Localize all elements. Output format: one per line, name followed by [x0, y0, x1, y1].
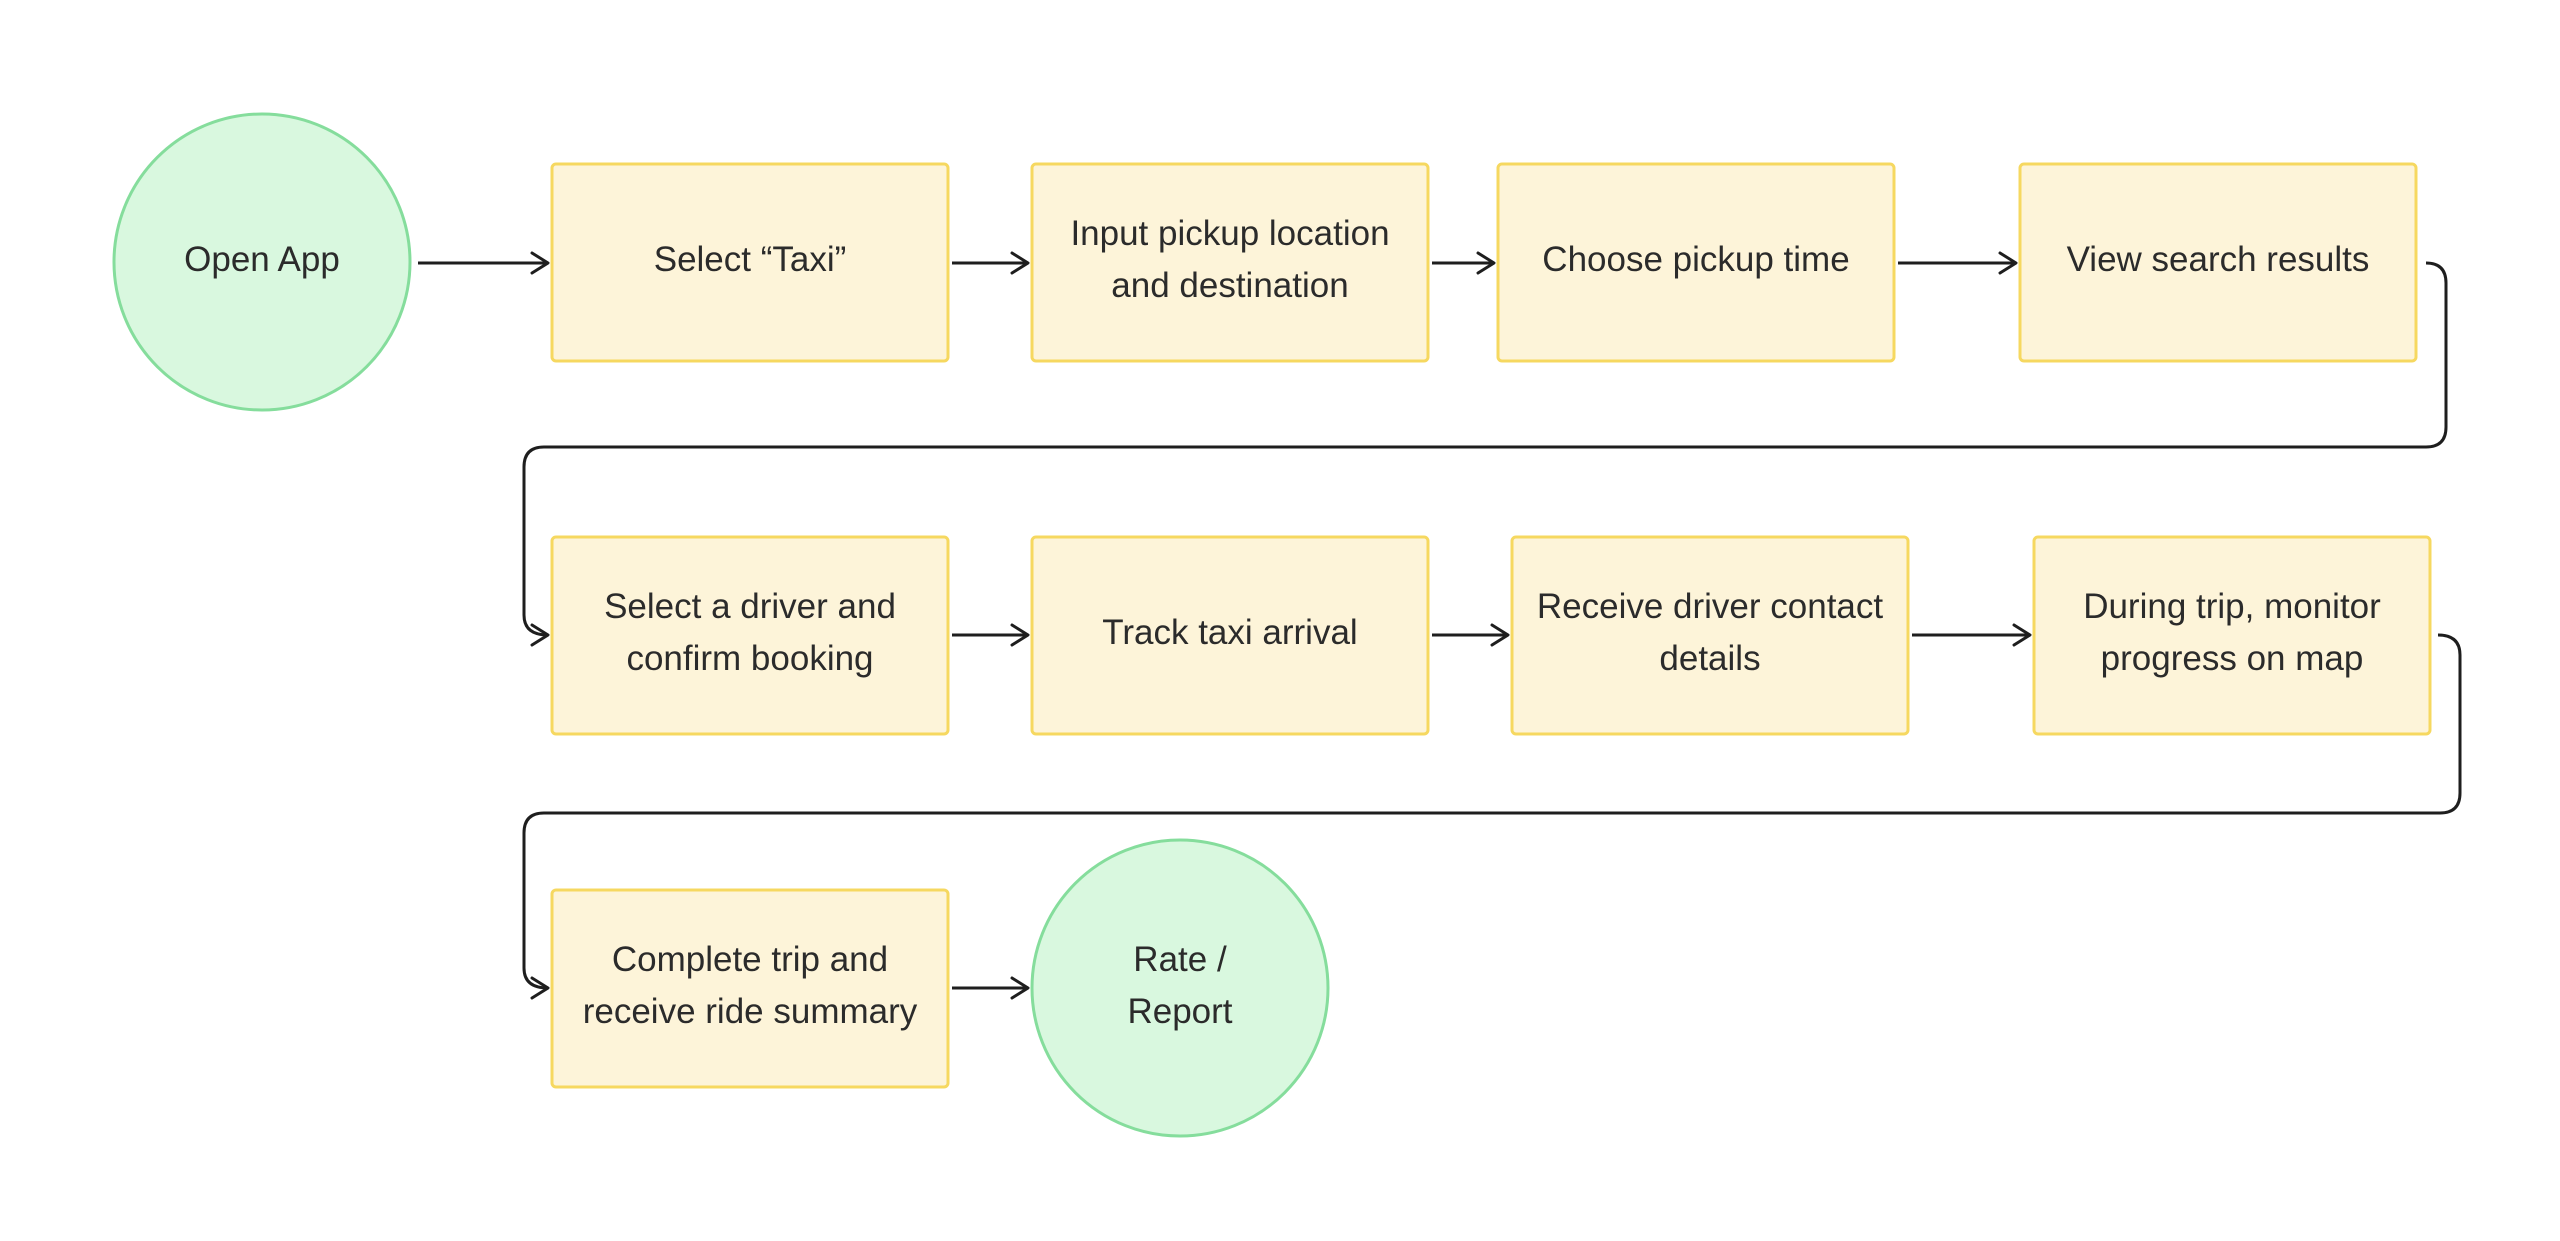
- node-label-line: Receive driver contact: [1537, 587, 1884, 626]
- node-label-line: Open App: [184, 240, 340, 279]
- node-label-line: During trip, monitor: [2083, 587, 2381, 626]
- step-choose-pickup-time: Choose pickup time: [1496, 162, 1896, 363]
- svg-text:View search results: View search results: [2067, 240, 2370, 279]
- node-label-line: Rate /: [1133, 940, 1227, 979]
- step-select-driver: Select a driver and confirm booking: [550, 535, 950, 736]
- node-label-line: receive ride summary: [583, 992, 918, 1031]
- step-select-taxi: Select “Taxi”: [550, 162, 950, 363]
- node-label-line: Input pickup location: [1070, 214, 1389, 253]
- svg-text:Select “Taxi”: Select “Taxi”: [654, 240, 847, 279]
- step-monitor-progress: During trip, monitor progress on map: [2032, 535, 2432, 736]
- svg-text:Open App: Open App: [184, 240, 340, 279]
- step-view-search-results: View search results: [2018, 162, 2418, 363]
- node-label-line: details: [1659, 639, 1760, 678]
- connectors: [418, 251, 2462, 1000]
- node-label-line: and destination: [1111, 266, 1348, 305]
- node-label-line: Select a driver and: [604, 587, 896, 626]
- step-complete-trip: Complete trip and receive ride summary: [550, 888, 950, 1089]
- connector-monitor-progress-to-complete-trip: [522, 633, 2462, 1000]
- svg-text:Rate /Report: Rate / Report: [1127, 940, 1232, 1031]
- step-input-pickup-location: Input pickup location and destination: [1030, 162, 1430, 363]
- node-label-line: Complete trip and: [612, 940, 888, 979]
- node-label-line: View search results: [2067, 240, 2370, 279]
- terminal-open-app: Open App: [112, 112, 412, 412]
- step-receive-driver-contact: Receive driver contact details: [1510, 535, 1910, 736]
- connector-view-search-results-to-select-driver: [522, 261, 2448, 647]
- step-track-taxi-arrival: Track taxi arrival: [1030, 535, 1430, 736]
- node-label-line: progress on map: [2101, 639, 2364, 678]
- node-label-line: confirm booking: [626, 639, 873, 678]
- node-label-line: Select “Taxi”: [654, 240, 847, 279]
- svg-text:Choose pickup time: Choose pickup time: [1542, 240, 1849, 279]
- flow-steps: Open App Select “Taxi” Input pickup loca…: [112, 112, 2432, 1138]
- terminal-rate-report: Rate / Report: [1030, 838, 1330, 1138]
- node-label-line: Choose pickup time: [1542, 240, 1849, 279]
- node-label-line: Track taxi arrival: [1102, 613, 1357, 652]
- node-label-line: Report: [1127, 992, 1232, 1031]
- svg-text:Track taxi arrival: Track taxi arrival: [1102, 613, 1357, 652]
